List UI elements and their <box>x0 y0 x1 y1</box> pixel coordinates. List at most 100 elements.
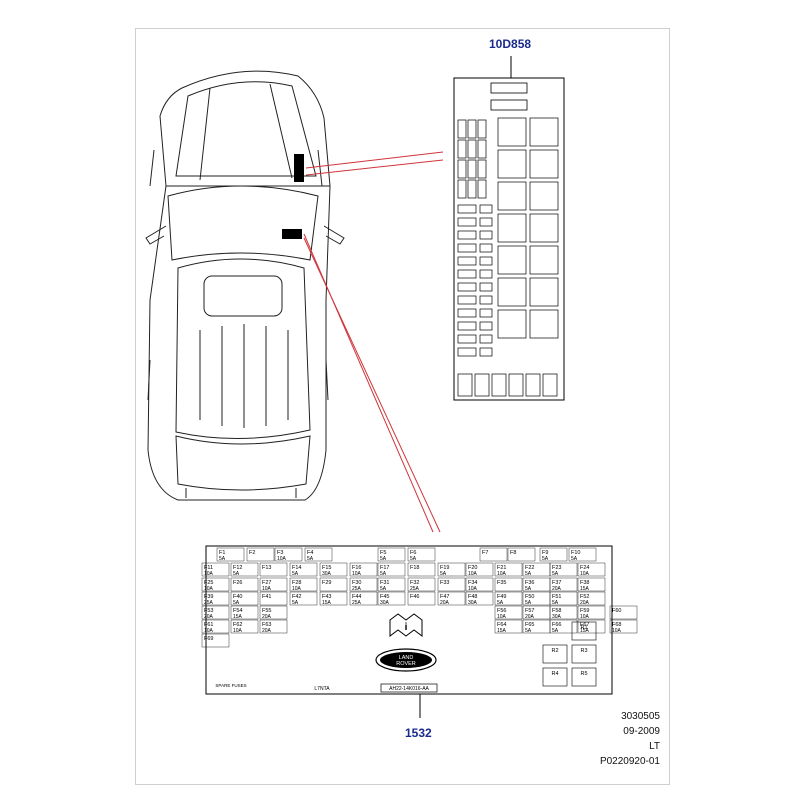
fuse-cell: F69 <box>201 633 230 648</box>
svg-text:F52: F52 <box>580 594 589 600</box>
spare-fuses-label: SPARE FUSES <box>215 683 246 688</box>
svg-text:10A: 10A <box>497 571 507 577</box>
svg-text:5A: 5A <box>380 586 387 592</box>
fuse-cell: F8 <box>507 547 536 562</box>
svg-text:5A: 5A <box>219 556 226 562</box>
part-number: AH22-14K016-AA <box>389 686 429 692</box>
ref-number: 3030505 <box>621 711 660 722</box>
svg-text:F27: F27 <box>262 580 271 586</box>
svg-text:F39: F39 <box>204 594 213 600</box>
svg-text:F64: F64 <box>497 622 506 628</box>
svg-text:20A: 20A <box>440 600 450 606</box>
svg-text:15A: 15A <box>580 628 590 634</box>
svg-text:F51: F51 <box>552 594 561 600</box>
svg-text:5A: 5A <box>525 571 532 577</box>
svg-text:F30: F30 <box>352 580 361 586</box>
svg-text:15A: 15A <box>580 586 590 592</box>
svg-text:5A: 5A <box>380 556 387 562</box>
fuse-cell: F13 <box>259 562 288 577</box>
svg-text:20A: 20A <box>552 586 562 592</box>
svg-text:R3: R3 <box>580 648 587 654</box>
engine-fusebox <box>453 56 565 401</box>
svg-text:F13: F13 <box>262 565 271 571</box>
svg-text:F48: F48 <box>468 594 477 600</box>
card-code: L7NTA <box>314 686 330 692</box>
svg-text:F46: F46 <box>410 594 419 600</box>
svg-text:F65: F65 <box>525 622 534 628</box>
svg-text:10A: 10A <box>233 628 243 634</box>
relay-cell: R2 <box>542 644 568 664</box>
svg-text:F32: F32 <box>410 580 419 586</box>
svg-text:F41: F41 <box>262 594 271 600</box>
svg-text:ROVER: ROVER <box>396 661 416 667</box>
svg-text:10A: 10A <box>292 586 302 592</box>
svg-text:30A: 30A <box>380 600 390 606</box>
svg-text:F21: F21 <box>497 565 506 571</box>
svg-text:10A: 10A <box>612 628 622 634</box>
svg-text:30A: 30A <box>552 614 562 620</box>
svg-text:F45: F45 <box>380 594 389 600</box>
svg-text:F54: F54 <box>233 608 242 614</box>
svg-text:F58: F58 <box>552 608 561 614</box>
svg-text:F34: F34 <box>468 580 477 586</box>
svg-text:F40: F40 <box>233 594 242 600</box>
svg-text:F37: F37 <box>552 580 561 586</box>
svg-text:F20: F20 <box>468 565 477 571</box>
relay-cell: R5 <box>571 667 597 687</box>
svg-text:F5: F5 <box>380 550 386 556</box>
svg-text:10A: 10A <box>468 586 478 592</box>
fuse-cell: F26 <box>230 577 259 592</box>
ref-date: 09-2009 <box>623 726 660 737</box>
svg-text:F1: F1 <box>219 550 225 556</box>
relay-cell: R3 <box>571 644 597 664</box>
svg-text:F8: F8 <box>510 550 516 556</box>
svg-text:F26: F26 <box>233 580 242 586</box>
relay-cell: R1 <box>571 621 597 641</box>
svg-text:F60: F60 <box>612 608 621 614</box>
svg-text:20A: 20A <box>262 614 272 620</box>
svg-text:10A: 10A <box>580 614 590 620</box>
drawing-frame <box>135 28 670 785</box>
svg-text:5A: 5A <box>497 600 504 606</box>
svg-text:F43: F43 <box>322 594 331 600</box>
svg-text:LAND: LAND <box>399 655 414 661</box>
svg-text:R4: R4 <box>551 671 558 677</box>
svg-text:F44: F44 <box>352 594 361 600</box>
svg-text:5A: 5A <box>525 586 532 592</box>
svg-text:F57: F57 <box>525 608 534 614</box>
svg-text:20A: 20A <box>204 614 214 620</box>
svg-text:10A: 10A <box>204 586 214 592</box>
svg-text:15A: 15A <box>233 614 243 620</box>
svg-text:30A: 30A <box>468 600 478 606</box>
fuse-cell: F29 <box>319 577 348 592</box>
svg-text:25A: 25A <box>352 586 362 592</box>
svg-text:F28: F28 <box>292 580 301 586</box>
label-callout: 1532 <box>405 726 432 740</box>
